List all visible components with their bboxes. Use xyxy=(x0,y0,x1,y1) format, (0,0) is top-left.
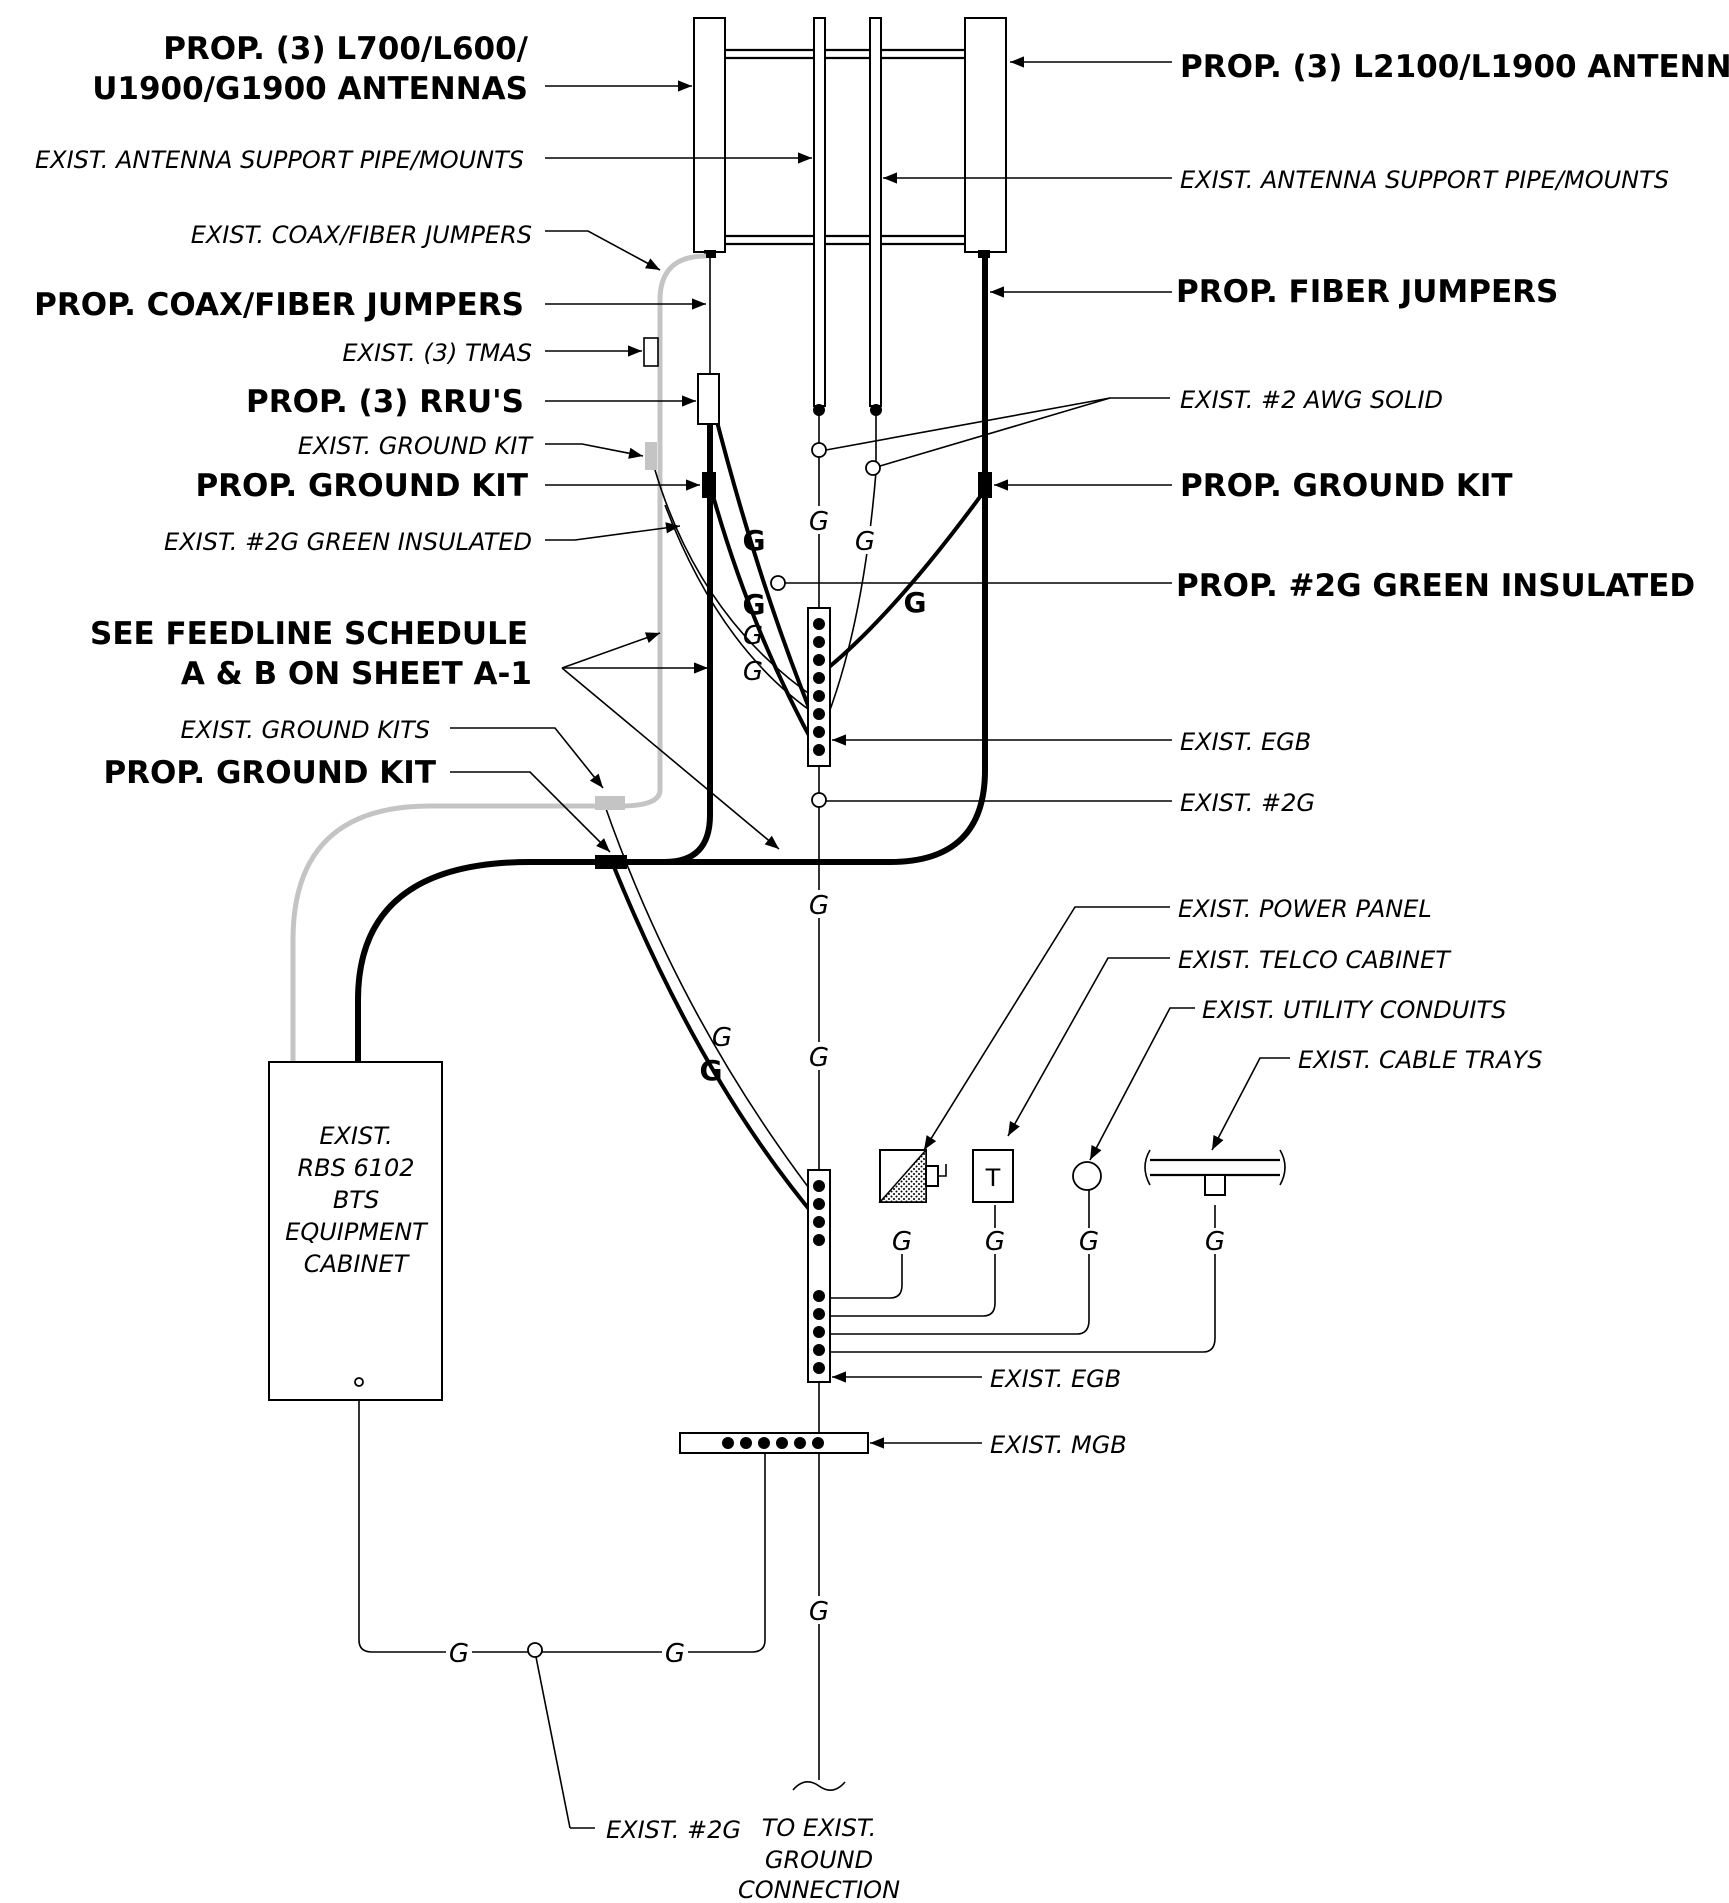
to-ground-1: TO EXIST. xyxy=(762,1814,877,1842)
leader-lines xyxy=(450,56,1290,1449)
label-exist-telco: EXIST. TELCO CABINET xyxy=(1178,946,1452,974)
to-ground-3: CONNECTION xyxy=(738,1876,900,1903)
svg-text:G: G xyxy=(743,621,763,651)
utility-conduit-icon xyxy=(1072,1161,1102,1191)
label-exist-trays: EXIST. CABLE TRAYS xyxy=(1298,1046,1542,1074)
label-prop-2g-green: PROP. #2G GREEN INSULATED xyxy=(1176,568,1695,604)
cabinet-label-2: RBS 6102 xyxy=(297,1154,414,1182)
svg-text:G: G xyxy=(809,507,829,537)
label-exist-power-panel: EXIST. POWER PANEL xyxy=(1178,895,1432,923)
support-pipe-right xyxy=(869,17,882,407)
prop-ground-kit-left-icon xyxy=(702,472,716,498)
telco-symbol: T xyxy=(985,1164,1001,1192)
svg-text:G: G xyxy=(985,1227,1005,1257)
label-prop-antennas-left-1: PROP. (3) L700/L600/ xyxy=(163,31,528,67)
prop-ground-kit-lower-icon xyxy=(595,855,627,869)
svg-text:G: G xyxy=(700,1054,723,1087)
svg-text:G: G xyxy=(743,588,766,621)
prop-ground-kit-right-icon xyxy=(978,472,992,498)
telco-cabinet-icon xyxy=(972,1149,1014,1203)
label-exist-support-right: EXIST. ANTENNA SUPPORT PIPE/MOUNTS xyxy=(1180,166,1669,194)
cabinet-label-4: EQUIPMENT xyxy=(285,1218,429,1246)
label-exist-ground-kits: EXIST. GROUND KITS xyxy=(181,716,431,744)
label-exist-conduits: EXIST. UTILITY CONDUITS xyxy=(1202,996,1506,1024)
cabinet-label-3: BTS xyxy=(333,1186,379,1214)
label-feedline-1: SEE FEEDLINE SCHEDULE xyxy=(90,616,528,652)
antenna-mounts xyxy=(725,48,965,246)
label-feedline-2: A & B ON SHEET A-1 xyxy=(181,656,532,692)
label-exist-support-left: EXIST. ANTENNA SUPPORT PIPE/MOUNTS xyxy=(35,146,524,174)
svg-text:G: G xyxy=(449,1639,469,1669)
svg-text:G: G xyxy=(743,524,766,557)
svg-text:G: G xyxy=(892,1227,912,1257)
svg-text:G: G xyxy=(809,891,829,921)
to-ground-2: GROUND xyxy=(765,1846,873,1874)
label-exist-egb-lower: EXIST. EGB xyxy=(990,1365,1121,1393)
label-exist-coax-fiber: EXIST. COAX/FIBER JUMPERS xyxy=(191,221,532,249)
label-prop-ground-kit-right: PROP. GROUND KIT xyxy=(1180,468,1513,504)
label-prop-ground-kit-left: PROP. GROUND KIT xyxy=(195,468,528,504)
ground-markers: G G G G G G G G G G G G G G G G G G xyxy=(446,506,1228,1669)
label-exist-2g-green: EXIST. #2G GREEN INSULATED xyxy=(164,528,532,556)
svg-text:G: G xyxy=(1079,1227,1099,1257)
label-prop-antennas-left-2: U1900/G1900 ANTENNAS xyxy=(92,71,528,107)
tma-icon xyxy=(643,337,659,367)
prop-fiber-feed xyxy=(640,256,988,865)
label-exist-egb-upper: EXIST. EGB xyxy=(1180,728,1311,756)
svg-text:G: G xyxy=(743,657,763,687)
label-exist-2g-bottom: EXIST. #2G xyxy=(606,1816,741,1844)
label-exist-ground-kit: EXIST. GROUND KIT xyxy=(298,432,535,460)
power-panel-icon xyxy=(878,1148,947,1203)
svg-text:G: G xyxy=(809,1597,829,1627)
label-prop-fiber: PROP. FIBER JUMPERS xyxy=(1176,274,1558,310)
cabinet-label-5: CABINET xyxy=(304,1250,411,1278)
label-prop-rrus: PROP. (3) RRU'S xyxy=(246,384,524,420)
label-prop-antennas-right: PROP. (3) L2100/L1900 ANTENNAS xyxy=(1180,49,1729,85)
left-antenna xyxy=(693,17,726,253)
cabinet-label-1: EXIST. xyxy=(319,1122,392,1150)
mgb-bar xyxy=(679,1432,869,1454)
svg-text:G: G xyxy=(665,1639,685,1669)
label-prop-ground-kit-lower: PROP. GROUND KIT xyxy=(103,755,436,791)
exist-ground-kit-lower-icon xyxy=(595,796,625,810)
support-pipe-left xyxy=(813,17,826,407)
cable-tray-icon xyxy=(1144,1149,1286,1196)
svg-text:G: G xyxy=(809,1043,829,1073)
right-antenna xyxy=(964,17,1007,253)
label-exist-mgb: EXIST. MGB xyxy=(990,1431,1127,1459)
exist-ground-kit-icon xyxy=(645,442,657,470)
label-exist-awg-solid: EXIST. #2 AWG SOLID xyxy=(1180,386,1443,414)
upper-egb xyxy=(807,607,831,767)
label-exist-2g-mid: EXIST. #2G xyxy=(1180,789,1315,817)
lower-egb xyxy=(807,1169,831,1383)
svg-text:G: G xyxy=(855,527,875,557)
svg-text:G: G xyxy=(904,586,927,619)
svg-text:G: G xyxy=(712,1023,732,1053)
label-exist-tmas: EXIST. (3) TMAS xyxy=(342,339,532,367)
prop-coax-feed xyxy=(355,424,713,1062)
label-prop-coax-fiber: PROP. COAX/FIBER JUMPERS xyxy=(34,287,524,323)
rru-icon xyxy=(697,373,720,425)
bts-cabinet xyxy=(268,1061,443,1401)
svg-text:G: G xyxy=(1205,1227,1225,1257)
